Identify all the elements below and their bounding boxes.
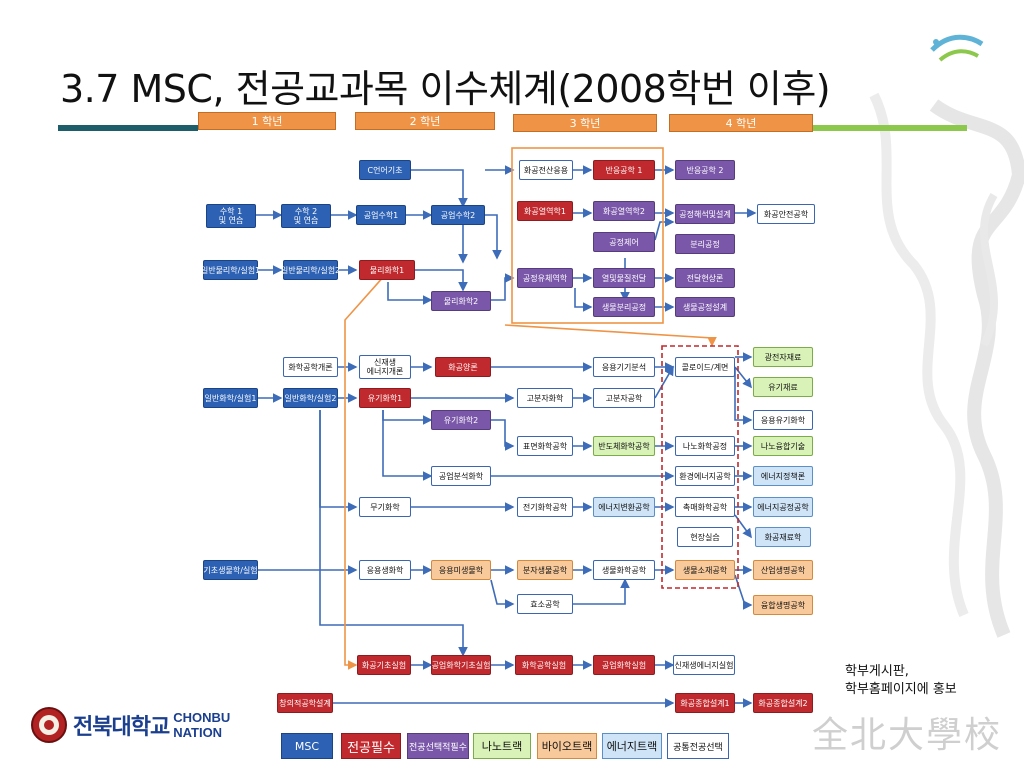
course-lab-basic: 화공기초실험 [357, 655, 411, 675]
course-integrated-bio: 융합생명공학 [753, 595, 813, 615]
course-chem-safety: 화공안전공학 [757, 204, 815, 224]
course-orgchem2: 유기화학2 [431, 410, 491, 430]
course-chem-eng-intro2: 화공양론 [435, 357, 491, 377]
course-genchem1: 일반화학/실험1 [203, 388, 258, 408]
course-bio-lab: 기초생물학/실험 [203, 560, 258, 580]
year-header-1: 1 학년 [198, 112, 336, 130]
course-polymer-chem: 고분자화학 [517, 388, 573, 408]
course-c-lang: C언어기초 [359, 160, 411, 180]
course-chemeng-app: 화공전산응용 [519, 160, 573, 180]
course-catalysis: 촉매화학공학 [675, 497, 735, 517]
course-energy-conv: 에너지변환공학 [593, 497, 655, 517]
course-separation: 분리공정 [675, 234, 735, 254]
legend-msc: MSC [281, 733, 333, 759]
title-underline-left [58, 125, 198, 131]
course-nano-eng: 나노화학공정 [675, 436, 735, 456]
note-line-2: 학부홈페이지에 홍보 [845, 682, 957, 697]
university-logo: 전북대학교 CHONBU NATION [30, 706, 230, 744]
course-inorg: 무기화학 [359, 497, 411, 517]
course-semicon: 반도체화학공학 [593, 436, 655, 456]
course-thermo2: 화공열역학2 [593, 201, 655, 221]
course-new-energy: 신재생 에너지개론 [359, 355, 411, 379]
course-industrial-bio: 산업생명공학 [753, 560, 813, 580]
course-physchem1: 물리화학1 [359, 260, 415, 280]
course-lab-ind: 공업화학실험 [593, 655, 655, 675]
legend-nano: 나노트랙 [473, 733, 531, 759]
decorative-pattern [869, 92, 1024, 638]
course-biochem: 응용생화학 [359, 560, 411, 580]
course-physchem2: 물리화학2 [431, 291, 491, 311]
course-micro: 응용미생물학 [431, 560, 491, 580]
course-process-control: 공정제어 [593, 232, 655, 252]
legend-common: 공통전공선택 [667, 733, 729, 759]
legend-energy: 에너지트랙 [602, 733, 662, 759]
legend-selective: 전공선택적필수 [407, 733, 469, 759]
course-field: 현장실습 [677, 527, 733, 547]
course-bio-material: 생물소재공학 [675, 560, 735, 580]
university-name-en-2: NATION [173, 725, 223, 740]
course-thermo1: 화공열역학1 [517, 201, 573, 221]
university-name-en-1: CHONBU [173, 710, 231, 725]
course-capstone1: 화공종합설계1 [675, 693, 735, 713]
course-anal-chem: 공업분석화학 [431, 466, 491, 486]
course-energy-process: 에너지공정공학 [753, 497, 813, 517]
course-lab-eng: 공업화학기초실험 [431, 655, 491, 675]
course-bio-process: 생물공정설계 [675, 297, 735, 317]
year-header-4: 4 학년 [669, 114, 813, 132]
course-intro-chemeng: 화학공학개론 [283, 357, 338, 377]
course-engmath2: 공업수학2 [431, 205, 485, 225]
course-bio-chem-eng: 생물화학공학 [593, 560, 655, 580]
course-colloid: 콜로이드/계면 [675, 357, 735, 377]
course-reaction1: 반응공학 1 [593, 160, 655, 180]
course-capstone2: 화공종합설계2 [753, 693, 813, 713]
corner-logo-icon [930, 34, 984, 62]
university-name-en: CHONBU NATION [173, 710, 230, 740]
course-creative-design: 창의적공학설계 [277, 693, 333, 713]
course-applied-org: 응용유기화학 [753, 410, 813, 430]
course-calc1: 수학 1 및 연습 [206, 204, 256, 228]
year-header-3: 3 학년 [513, 114, 657, 132]
course-organic-mat: 유기재료 [753, 377, 813, 397]
course-engmath1: 공업수학1 [356, 205, 406, 225]
course-orgchem1: 유기화학1 [359, 388, 411, 408]
course-process-design: 공정해석및설계 [675, 204, 735, 224]
legend-required: 전공필수 [341, 733, 401, 759]
course-genphys2: 일반물리학/실험2 [281, 260, 340, 280]
course-calc2: 수학 2 및 연습 [281, 204, 331, 228]
course-bio-sep: 생물분리공정 [593, 297, 655, 317]
course-env-energy: 환경에너지공학 [675, 466, 735, 486]
university-name-ko: 전북대학교 [73, 715, 170, 740]
course-reaction2: 반응공학 2 [675, 160, 735, 180]
course-electrochem: 전기화학공학 [517, 497, 573, 517]
course-nano-tech: 나노융합기술 [753, 436, 813, 456]
course-mol-bio: 분자생물공학 [517, 560, 573, 580]
course-enzyme: 효소공학 [517, 594, 573, 614]
page-title: 3.7 MSC, 전공교과목 이수체계(2008학번 이후) [60, 67, 831, 111]
course-genchem2: 일반화학/실험2 [283, 388, 338, 408]
course-transfer-unit: 전달현상론 [675, 268, 735, 288]
course-lab-energy: 신재생에너지실험 [673, 655, 735, 675]
course-polymer-eng: 고분자공학 [593, 388, 655, 408]
watermark-text: 全北大學校 [812, 715, 1003, 756]
university-seal-icon [31, 707, 67, 743]
course-surface: 표면화학공학 [517, 436, 573, 456]
year-header-2: 2 학년 [355, 112, 495, 130]
title-underline-right [812, 125, 967, 131]
note-line-1: 학부게시판, [845, 664, 909, 679]
course-display-mat: 광전자재료 [753, 347, 813, 367]
course-heat-mass: 열및물질전달 [593, 268, 655, 288]
course-lab-chem: 화학공학실험 [515, 655, 573, 675]
course-mat-eng: 응용기기분석 [593, 357, 655, 377]
note-text: 학부게시판, 학부홈페이지에 홍보 [845, 663, 957, 699]
legend-bio: 바이오트랙 [537, 733, 597, 759]
course-transport: 공정유체역학 [517, 268, 573, 288]
course-chem-mat: 화공재료학 [755, 527, 811, 547]
course-genphys1: 일반물리학/실험1 [201, 260, 260, 280]
course-energy-policy: 에너지정책론 [753, 466, 813, 486]
